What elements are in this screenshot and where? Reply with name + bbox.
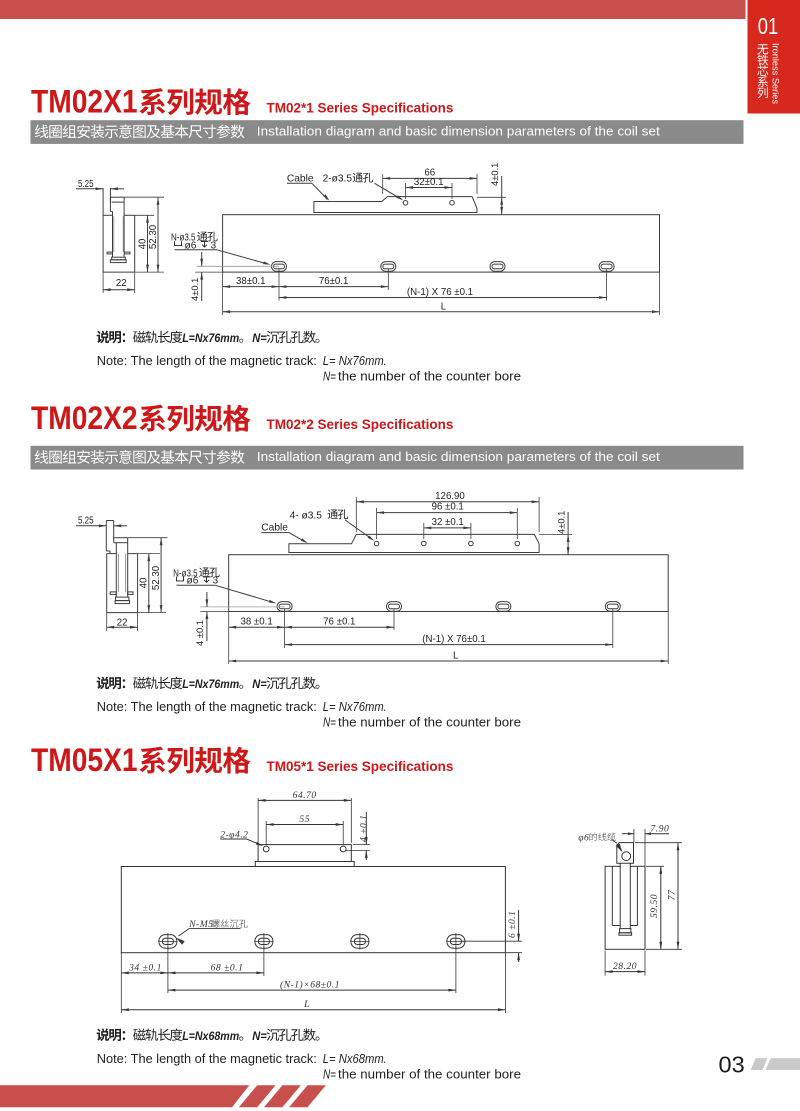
- svg-text:N=: N=: [323, 715, 336, 730]
- svg-text:L= Nx68mm.: L= Nx68mm.: [323, 1051, 387, 1066]
- svg-text:5.25: 5.25: [78, 179, 94, 190]
- svg-text:TM02X1: TM02X1: [31, 84, 138, 120]
- svg-text:64.70: 64.70: [293, 790, 317, 801]
- svg-text:4 ±0.1: 4 ±0.1: [359, 815, 370, 842]
- svg-text:TM05X1: TM05X1: [31, 742, 138, 778]
- svg-text:96 ±0.1: 96 ±0.1: [432, 502, 464, 513]
- svg-text:Note: The length of the magnet: Note: The length of the magnetic track:: [97, 699, 317, 714]
- svg-text:4 ±0.1: 4 ±0.1: [194, 620, 205, 646]
- svg-text:Cable: Cable: [287, 174, 314, 185]
- svg-text:4- ø3.5: 4- ø3.5: [290, 510, 323, 521]
- svg-text:Installation diagram and basic: Installation diagram and basic dimension…: [257, 124, 660, 139]
- svg-text:7.90: 7.90: [651, 824, 670, 835]
- svg-text:66: 66: [424, 167, 435, 178]
- svg-text:TM02X2: TM02X2: [31, 400, 138, 436]
- svg-text:Note: The length of the magnet: Note: The length of the magnetic track:: [97, 1051, 317, 1066]
- svg-text:4±0.1: 4±0.1: [189, 278, 200, 301]
- svg-text:3: 3: [211, 240, 217, 251]
- svg-text:4±0.1: 4±0.1: [556, 511, 567, 534]
- svg-text:(N-1) X 76±0.1: (N-1) X 76±0.1: [422, 634, 485, 645]
- svg-text:the number of the counter bore: the number of the counter bore: [338, 1067, 521, 1082]
- svg-text:2-φ4.2: 2-φ4.2: [220, 830, 248, 841]
- svg-text:(N-1) X 76 ±0.1: (N-1) X 76 ±0.1: [407, 287, 473, 298]
- svg-text:2-ø3.5: 2-ø3.5: [323, 174, 353, 185]
- svg-text:L=Nx68mm: L=Nx68mm: [182, 1029, 239, 1043]
- svg-text:the number of the counter bore: the number of the counter bore: [338, 369, 521, 384]
- svg-text:L= Nx76mm.: L= Nx76mm.: [323, 699, 387, 714]
- svg-text:52.30: 52.30: [148, 224, 159, 249]
- svg-text:L: L: [441, 301, 447, 312]
- svg-text:N-ø3.5: N-ø3.5: [171, 233, 196, 244]
- svg-text:N-M5: N-M5: [188, 919, 213, 930]
- svg-text:55: 55: [299, 814, 310, 825]
- svg-text:L: L: [453, 651, 459, 662]
- svg-text:32±0.1: 32±0.1: [414, 177, 444, 188]
- svg-text:28.20: 28.20: [613, 961, 637, 972]
- svg-text:Installation diagram and basic: Installation diagram and basic dimension…: [257, 449, 660, 464]
- svg-text:φ6: φ6: [578, 832, 589, 843]
- svg-text:76 ±0.1: 76 ±0.1: [323, 617, 355, 628]
- svg-text:38 ±0.1: 38 ±0.1: [240, 617, 272, 628]
- svg-text:68 ±0.1: 68 ±0.1: [211, 962, 244, 973]
- svg-text:N=: N=: [252, 677, 267, 691]
- svg-text:34 ±0.1: 34 ±0.1: [128, 962, 162, 973]
- svg-text:5.25: 5.25: [78, 516, 94, 527]
- svg-text:L= Nx76mm.: L= Nx76mm.: [323, 353, 387, 368]
- svg-text:N-ø3.5: N-ø3.5: [173, 568, 198, 579]
- svg-text:3: 3: [213, 576, 219, 587]
- svg-text:TM05*1 Series Specifications: TM05*1 Series Specifications: [267, 759, 454, 774]
- svg-text:32 ±0.1: 32 ±0.1: [432, 517, 464, 528]
- svg-text:38±0.1: 38±0.1: [236, 276, 266, 287]
- svg-text:6 ±0.1: 6 ±0.1: [507, 911, 518, 938]
- svg-text:N=: N=: [252, 331, 267, 345]
- svg-text:Note: The length of the magnet: Note: The length of the magnetic track:: [97, 353, 317, 368]
- svg-text:03: 03: [719, 1052, 745, 1078]
- svg-text:ø6: ø6: [185, 240, 197, 251]
- svg-text:N=: N=: [252, 1029, 267, 1043]
- svg-text:76±0.1: 76±0.1: [319, 276, 349, 287]
- svg-text:ø6: ø6: [187, 576, 199, 587]
- svg-text:01: 01: [758, 13, 779, 39]
- svg-text:L: L: [303, 999, 310, 1010]
- svg-text:77: 77: [666, 889, 677, 900]
- svg-text:22: 22: [117, 617, 128, 628]
- svg-text:(N-1)×68±0.1: (N-1)×68±0.1: [280, 980, 340, 991]
- svg-text:52.30: 52.30: [151, 565, 162, 590]
- svg-text:N=: N=: [323, 1067, 336, 1082]
- svg-text:40: 40: [139, 577, 150, 588]
- svg-text:22: 22: [116, 278, 127, 289]
- svg-text:126.90: 126.90: [435, 491, 465, 502]
- svg-text:L=Nx76mm: L=Nx76mm: [182, 331, 239, 345]
- svg-text:4±0.1: 4±0.1: [489, 163, 500, 186]
- svg-text:TM02*2 Series Specifications: TM02*2 Series Specifications: [267, 417, 454, 432]
- svg-text:Ironless Series: Ironless Series: [769, 43, 780, 104]
- svg-text:L=Nx76mm: L=Nx76mm: [182, 677, 239, 691]
- svg-text:N=: N=: [323, 369, 336, 384]
- svg-text:Cable: Cable: [261, 523, 288, 534]
- svg-text:the number of the counter bore: the number of the counter bore: [338, 715, 521, 730]
- svg-text:TM02*1 Series Specifications: TM02*1 Series Specifications: [267, 101, 454, 116]
- svg-text:59.50: 59.50: [649, 894, 660, 918]
- svg-text:40: 40: [137, 238, 148, 249]
